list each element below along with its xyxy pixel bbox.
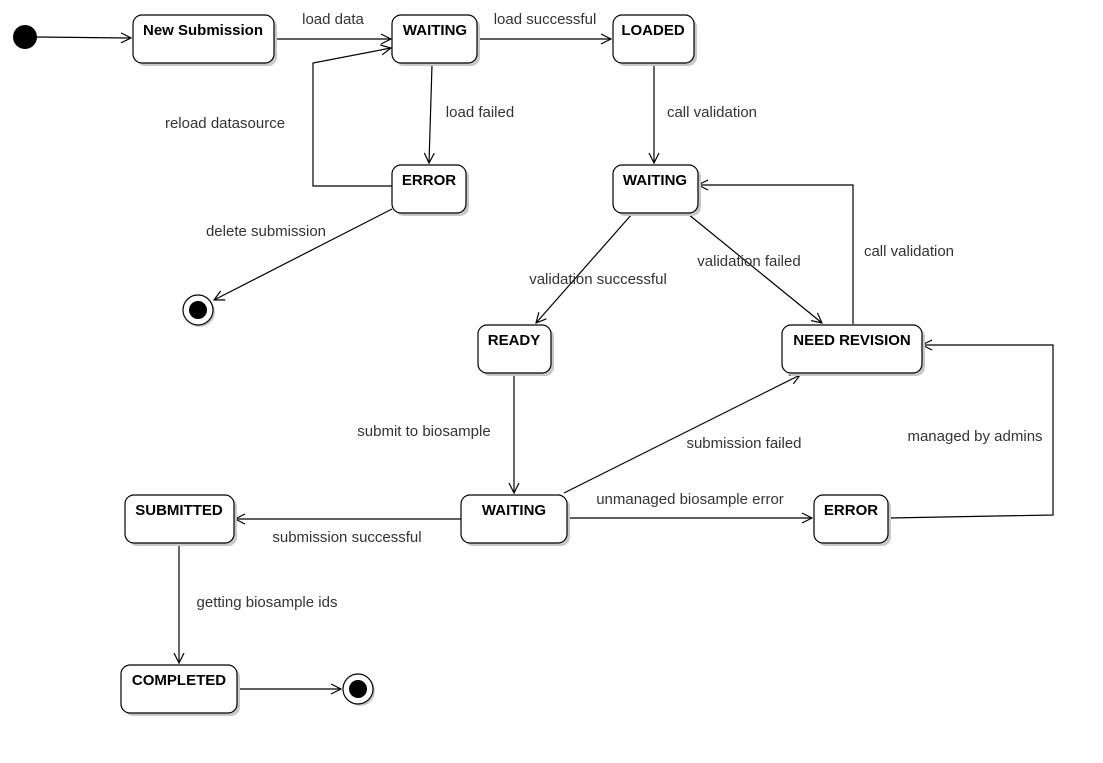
state-waiting-load: WAITING <box>391 14 480 66</box>
label-managed-by-admins: managed by admins <box>907 428 1042 445</box>
edge-submission-failed <box>563 375 800 494</box>
state-label-submitted: SUBMITTED <box>135 502 223 519</box>
label-load-failed: load failed <box>446 104 514 121</box>
edge-managed-by-admins <box>887 345 1054 519</box>
edge-call-validation-revision <box>698 185 854 324</box>
edge-reload-datasource <box>312 48 392 187</box>
state-label-completed: COMPLETED <box>132 672 226 689</box>
label-validation-failed: validation failed <box>697 253 800 270</box>
state-ready: READY <box>477 324 554 376</box>
state-label-ready: READY <box>488 332 541 349</box>
edge-load-failed <box>429 64 432 163</box>
label-submission-successful: submission successful <box>272 529 421 546</box>
state-submitted: SUBMITTED <box>124 494 237 546</box>
state-error-submit: ERROR <box>813 494 891 546</box>
final-state-delete <box>182 294 215 327</box>
edge-delete-submission <box>214 208 393 300</box>
state-label-need-revision: NEED REVISION <box>793 332 911 349</box>
state-loaded: LOADED <box>612 14 697 66</box>
state-waiting-validation: WAITING <box>612 164 701 216</box>
initial-state <box>13 25 37 49</box>
label-call-validation-loaded: call validation <box>667 104 757 121</box>
final-state-completed <box>342 673 375 706</box>
label-validation-successful: validation successful <box>529 271 667 288</box>
edge-validation-failed <box>687 213 822 323</box>
state-new-submission: New Submission <box>132 14 277 66</box>
state-label-waiting-load: WAITING <box>403 22 467 39</box>
transition-labels: load data load successful load failed re… <box>165 11 1043 611</box>
state-label-error-submit: ERROR <box>824 502 878 519</box>
state-error-load: ERROR <box>391 164 469 216</box>
state-waiting-submit: WAITING <box>460 494 570 546</box>
state-label-waiting-submit: WAITING <box>482 502 546 519</box>
label-delete-submission: delete submission <box>206 223 326 240</box>
state-label-error-load: ERROR <box>402 172 456 189</box>
label-load-data: load data <box>302 11 364 28</box>
state-label-new-submission: New Submission <box>143 22 263 39</box>
label-submit-to-biosample: submit to biosample <box>357 423 490 440</box>
state-need-revision: NEED REVISION <box>781 324 925 376</box>
label-load-successful: load successful <box>494 11 597 28</box>
label-reload-datasource: reload datasource <box>165 115 285 132</box>
edges <box>36 37 1054 689</box>
state-label-loaded: LOADED <box>621 22 685 39</box>
edge-start-to-new-submission <box>36 37 131 38</box>
state-completed: COMPLETED <box>120 664 240 716</box>
label-submission-failed: submission failed <box>686 435 801 452</box>
state-label-waiting-validation: WAITING <box>623 172 687 189</box>
edge-validation-successful <box>536 213 633 323</box>
label-getting-biosample-ids: getting biosample ids <box>197 594 338 611</box>
label-unmanaged-biosample-error: unmanaged biosample error <box>596 491 784 508</box>
label-call-validation-revision: call validation <box>864 243 954 260</box>
